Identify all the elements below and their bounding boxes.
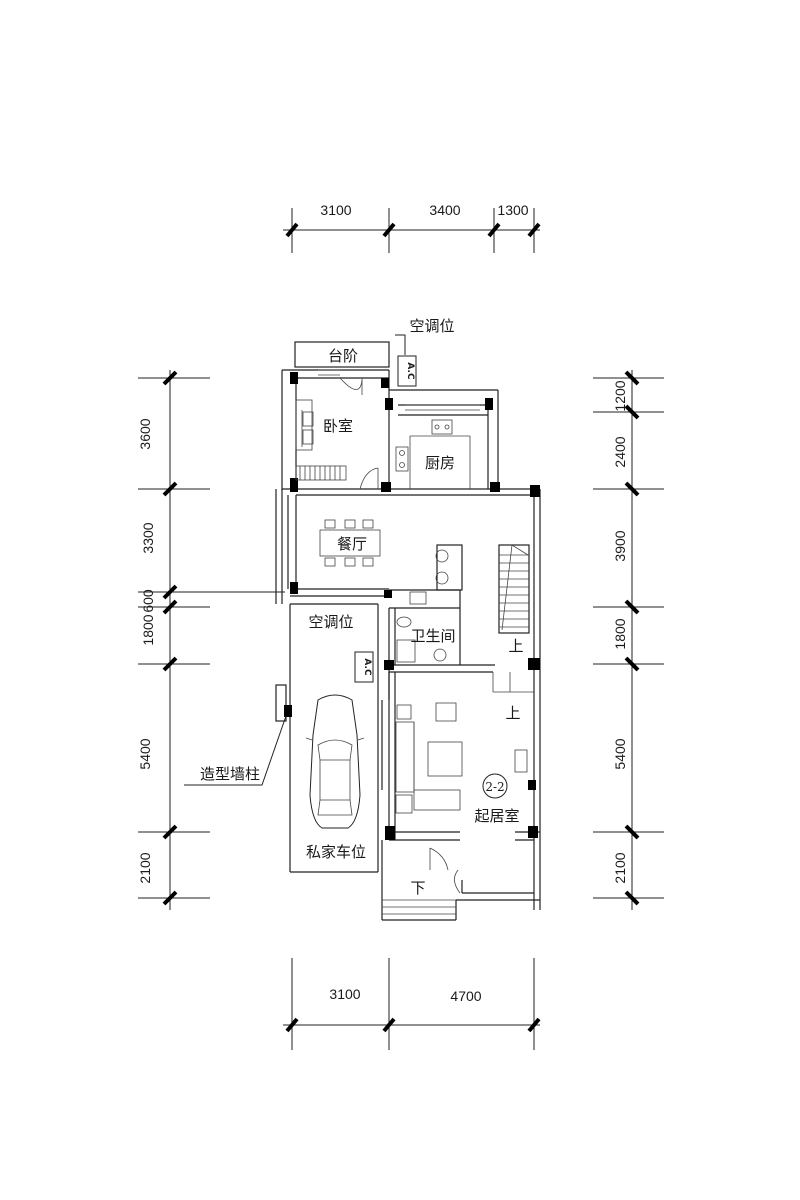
section-mark-circle xyxy=(482,773,508,799)
label-feature-column: 造型墙柱 xyxy=(200,765,260,783)
right-dimension-chain: 1200 2400 3900 1800 5400 2100 xyxy=(593,370,664,910)
ac-unit-mid-icon xyxy=(354,651,374,683)
dim-left-5: 5400 xyxy=(137,738,153,769)
structural-columns xyxy=(284,372,540,840)
coffee-table xyxy=(427,741,463,777)
dim-right-2: 2400 xyxy=(612,436,628,467)
dim-bottom-1: 3100 xyxy=(329,986,360,1002)
dim-top-3: 1300 xyxy=(497,202,528,218)
dim-top-1: 3100 xyxy=(320,202,351,218)
dim-left-3: 1800 xyxy=(140,614,156,645)
dim-right-6: 2100 xyxy=(612,852,628,883)
label-up-1: 上 xyxy=(508,637,523,655)
dim-left-6: 2100 xyxy=(137,852,153,883)
left-dimension-chain: 3600 3300 1800 600 5400 2100 xyxy=(137,370,285,910)
label-section-mark: 2-2 xyxy=(485,780,504,794)
dim-top-2: 3400 xyxy=(429,202,460,218)
steps-platform xyxy=(294,341,390,368)
label-bathroom: 卫生间 xyxy=(410,627,455,645)
label-ac-mid: 空调位 xyxy=(308,613,353,631)
ac-top-leader xyxy=(395,334,406,355)
dim-right-3: 3900 xyxy=(612,530,628,561)
label-ac-unit-mid: A.C xyxy=(362,658,372,676)
top-dimension-chain: 3100 3400 1300 xyxy=(283,202,541,253)
dim-bottom-2: 4700 xyxy=(450,988,481,1004)
label-parking: 私家车位 xyxy=(306,843,366,861)
room-labels: 台阶 空调位 卧室 厨房 餐厅 空调位 卫生间 上 上 起居室 私家车位 造型墙… xyxy=(200,317,524,897)
label-living-room: 起居室 xyxy=(474,807,519,825)
label-bedroom: 卧室 xyxy=(323,417,353,435)
label-down: 下 xyxy=(410,879,425,897)
bed-headboard xyxy=(295,399,313,451)
dim-left-2: 3300 xyxy=(140,522,156,553)
dim-left-4: 600 xyxy=(140,589,156,613)
dim-right-5: 5400 xyxy=(612,738,628,769)
label-ac-top: 空调位 xyxy=(409,317,454,335)
feature-column-leader xyxy=(184,715,287,786)
dim-right-1: 1200 xyxy=(612,380,628,411)
ac-unit-top-icon xyxy=(397,355,417,387)
label-kitchen: 厨房 xyxy=(425,454,455,472)
label-dining: 餐厅 xyxy=(337,535,367,553)
car-icon xyxy=(305,694,365,829)
furniture xyxy=(295,355,528,894)
label-up-2: 上 xyxy=(505,704,520,722)
dining-table xyxy=(319,529,381,557)
walls xyxy=(275,341,541,921)
label-ac-unit-top: A.C xyxy=(405,362,415,380)
label-steps: 台阶 xyxy=(328,347,358,365)
bottom-dimension-chain: 3100 4700 xyxy=(283,958,541,1050)
dim-left-1: 3600 xyxy=(137,418,153,449)
dim-right-4: 1800 xyxy=(612,618,628,649)
